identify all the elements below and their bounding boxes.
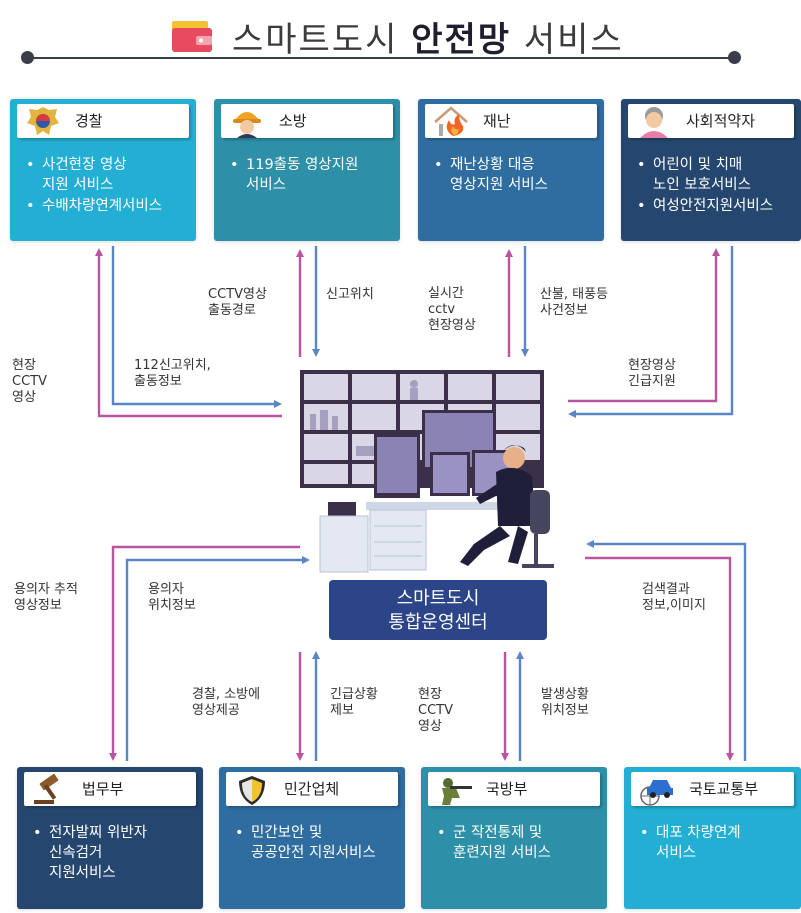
center-title-line2: 통합운영센터 <box>388 612 488 633</box>
agency-header: 민간업체 <box>226 772 398 806</box>
service-item: 사건현장 영상지원 서비스 <box>22 155 190 195</box>
elderly-person-icon <box>640 107 668 138</box>
gavel-icon <box>34 774 59 804</box>
center-title-line1: 스마트도시 <box>396 588 480 609</box>
house-fire-icon <box>434 106 468 136</box>
integrated-operations-center: 스마트도시 통합운영센터 <box>329 580 547 640</box>
edge-label-police-in: 112신고위치,출동정보 <box>134 358 211 389</box>
page-title: 스마트도시 안전망 서비스 <box>232 20 624 60</box>
agency-services: 사건현장 영상지원 서비스 수배차량연계서비스 <box>22 155 190 217</box>
arrow-to-justice <box>109 545 300 761</box>
title-bar: 스마트도시 안전망 서비스 <box>0 6 801 60</box>
agency-header: 국방부 <box>428 772 600 806</box>
title-divider <box>28 57 734 59</box>
agency-name: 소방 <box>279 112 307 130</box>
agency-header: 국토교통부 <box>631 772 794 806</box>
agency-card-transport: 국토교통부 대포 차량연계서비스 <box>624 767 801 909</box>
shield-icon <box>239 776 265 805</box>
agency-name: 재난 <box>483 112 511 130</box>
agency-header: 재난 <box>425 104 597 138</box>
arrow-from-police <box>111 246 282 408</box>
car-icon <box>640 780 673 806</box>
agency-card-police: 경찰 사건현장 영상지원 서비스 수배차량연계서비스 <box>10 99 196 241</box>
title-line-dot-left <box>21 51 34 64</box>
police-badge-icon <box>27 107 59 135</box>
service-item: 여성안전지원서비스 <box>633 196 795 216</box>
agency-name: 법무부 <box>82 780 124 798</box>
agency-name: 국토교통부 <box>689 780 759 798</box>
arrow-to-social <box>568 248 720 403</box>
arrow-from-social <box>568 246 734 418</box>
agency-name: 민간업체 <box>284 780 340 798</box>
agency-header: 경찰 <box>17 104 189 138</box>
agency-header: 소방 <box>221 104 393 138</box>
arrow-from-justice <box>125 556 310 761</box>
agency-header: 법무부 <box>24 772 196 806</box>
arrow-to-police <box>95 248 282 418</box>
soldier-icon <box>442 778 472 805</box>
agency-services: 대포 차량연계서비스 <box>636 823 795 864</box>
title-line-dot-right <box>728 51 741 64</box>
agency-header: 사회적약자 <box>628 104 794 138</box>
agency-name: 국방부 <box>486 780 528 798</box>
agency-name: 경찰 <box>75 112 103 130</box>
arrow-from-transport <box>586 540 747 761</box>
control-room-illustration <box>300 370 554 573</box>
service-item: 수배차량연계서비스 <box>22 196 190 216</box>
wallet-icon <box>172 21 212 52</box>
service-item: 대포 차량연계서비스 <box>636 823 795 863</box>
firefighter-icon <box>233 112 261 138</box>
arrow-to-transport <box>585 556 734 761</box>
agency-name: 사회적약자 <box>686 112 756 130</box>
edge-label-fire-in: 신고위치 <box>326 287 374 302</box>
